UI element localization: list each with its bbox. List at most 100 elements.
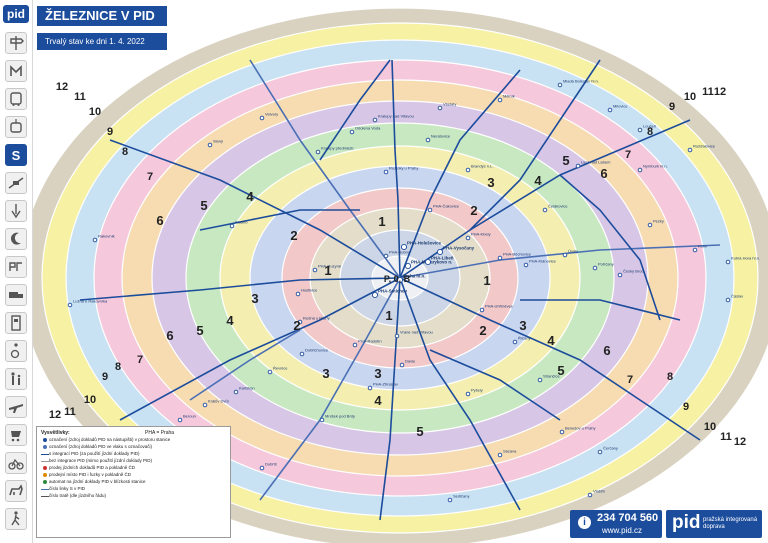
website-link[interactable]: www.pid.cz	[602, 526, 643, 535]
station-name[interactable]: Dobřichovice	[305, 348, 329, 353]
station-name[interactable]: Nymburk hl.n.	[643, 164, 668, 169]
station-name[interactable]: Davle	[405, 359, 416, 364]
mode-button[interactable]	[5, 60, 27, 82]
station-marker[interactable]	[229, 223, 235, 229]
station-name[interactable]: Poříčany	[598, 262, 614, 267]
station-name[interactable]: PHA-Libeň	[431, 256, 454, 261]
station-marker[interactable]	[394, 333, 400, 339]
station-marker[interactable]	[537, 377, 543, 383]
station-name[interactable]: Kralupy předměstí	[321, 146, 354, 151]
station-marker[interactable]	[400, 243, 408, 251]
mode-button[interactable]	[5, 480, 27, 502]
station-name[interactable]: PHA-Vysočany	[443, 246, 475, 251]
station-name[interactable]: Sedlčany	[453, 494, 469, 499]
station-name[interactable]: Brandýs n.L.	[471, 164, 493, 169]
station-marker[interactable]	[259, 465, 265, 471]
station-marker[interactable]	[647, 222, 653, 228]
station-marker[interactable]	[465, 391, 471, 397]
station-name[interactable]: Říčany	[518, 336, 530, 341]
station-marker[interactable]	[497, 97, 503, 103]
mode-button[interactable]	[5, 200, 27, 222]
station-marker[interactable]	[512, 339, 518, 345]
station-name[interactable]: Kutná Hora hl.n.	[731, 256, 760, 261]
station-name[interactable]: Pyšely	[471, 388, 483, 393]
station-name[interactable]: Slaný	[213, 139, 223, 144]
station-name[interactable]: PHA-Ruzyně	[318, 264, 342, 269]
station-name[interactable]: PHA-Bubny	[389, 250, 410, 255]
mode-button[interactable]	[5, 340, 27, 362]
station-marker[interactable]	[692, 247, 698, 253]
station-name[interactable]: Rudná u Prahy	[303, 316, 330, 321]
station-marker[interactable]	[349, 129, 355, 135]
station-name[interactable]: Kralupy nad Vltavou	[378, 114, 414, 119]
station-marker[interactable]	[267, 369, 273, 375]
pid-logo[interactable]: pid	[3, 5, 29, 23]
station-marker[interactable]	[396, 276, 404, 284]
station-name[interactable]: Loučeň	[643, 124, 656, 129]
station-marker[interactable]	[299, 351, 305, 357]
station-name[interactable]: Řevnice	[273, 366, 288, 371]
station-name[interactable]: Rožďalovice	[693, 144, 716, 149]
mode-button[interactable]	[5, 256, 27, 278]
station-name[interactable]: PHA-Čakovice	[433, 204, 460, 209]
station-marker[interactable]	[383, 169, 389, 175]
station-marker[interactable]	[367, 385, 373, 391]
station-name[interactable]: Mělník	[503, 94, 515, 99]
station-marker[interactable]	[497, 452, 503, 458]
station-name[interactable]: PHA-Uhříněves	[485, 304, 513, 309]
station-name[interactable]: Velvary	[265, 112, 278, 117]
station-marker[interactable]	[383, 253, 389, 259]
station-marker[interactable]	[372, 117, 378, 123]
mode-button[interactable]	[5, 424, 27, 446]
station-marker[interactable]	[67, 302, 73, 308]
station-name[interactable]: Vlašim	[593, 489, 606, 494]
station-marker[interactable]	[233, 389, 239, 395]
station-name[interactable]: PHA-Holešovice	[407, 241, 441, 246]
mode-button[interactable]	[5, 228, 27, 250]
mode-button[interactable]: S	[5, 144, 27, 166]
mode-button[interactable]	[5, 368, 27, 390]
station-name[interactable]: Neratovice	[431, 134, 451, 139]
station-name[interactable]: PHA-Masarykovo n.	[411, 260, 452, 265]
station-name[interactable]: Praha hl.n.	[403, 274, 425, 279]
station-name[interactable]: Odolena Voda	[355, 126, 381, 131]
station-name[interactable]: PHA-Zbraslav	[373, 382, 398, 387]
station-name[interactable]: Králův Dvůr	[208, 399, 230, 404]
station-name[interactable]: Čáslav	[731, 294, 743, 299]
station-name[interactable]: Český Brod	[623, 269, 644, 274]
station-name[interactable]: Pečky	[653, 219, 664, 224]
station-marker[interactable]	[427, 207, 433, 213]
mode-button[interactable]	[5, 172, 27, 194]
station-marker[interactable]	[725, 259, 731, 265]
mode-button[interactable]	[5, 88, 27, 110]
station-name[interactable]: Rakovník	[98, 234, 115, 239]
station-name[interactable]: Karlštejn	[239, 386, 255, 391]
mode-button[interactable]	[5, 396, 27, 418]
station-marker[interactable]	[319, 417, 325, 423]
station-name[interactable]: PHA-Běchovice	[503, 252, 532, 257]
station-marker[interactable]	[177, 417, 183, 423]
station-name[interactable]: Hostivice	[301, 288, 318, 293]
station-marker[interactable]	[497, 255, 503, 261]
station-name[interactable]: Strančice	[543, 374, 560, 379]
station-marker[interactable]	[465, 167, 471, 173]
station-marker[interactable]	[436, 248, 444, 256]
station-marker[interactable]	[587, 492, 593, 498]
station-marker[interactable]	[479, 307, 485, 313]
station-marker[interactable]	[312, 267, 318, 273]
station-marker[interactable]	[562, 252, 568, 258]
station-marker[interactable]	[575, 163, 581, 169]
station-marker[interactable]	[597, 449, 603, 455]
station-marker[interactable]	[557, 82, 563, 88]
station-name[interactable]: Všetaty	[443, 102, 456, 107]
station-marker[interactable]	[523, 262, 529, 268]
station-marker[interactable]	[607, 107, 613, 113]
station-marker[interactable]	[437, 105, 443, 111]
station-name[interactable]: Čerčany	[603, 446, 618, 451]
station-marker[interactable]	[425, 137, 431, 143]
station-marker[interactable]	[259, 115, 265, 121]
station-name[interactable]: Sázava	[503, 449, 517, 454]
station-name[interactable]: Milovice	[613, 104, 628, 109]
station-name[interactable]: Dobříš	[265, 462, 277, 467]
